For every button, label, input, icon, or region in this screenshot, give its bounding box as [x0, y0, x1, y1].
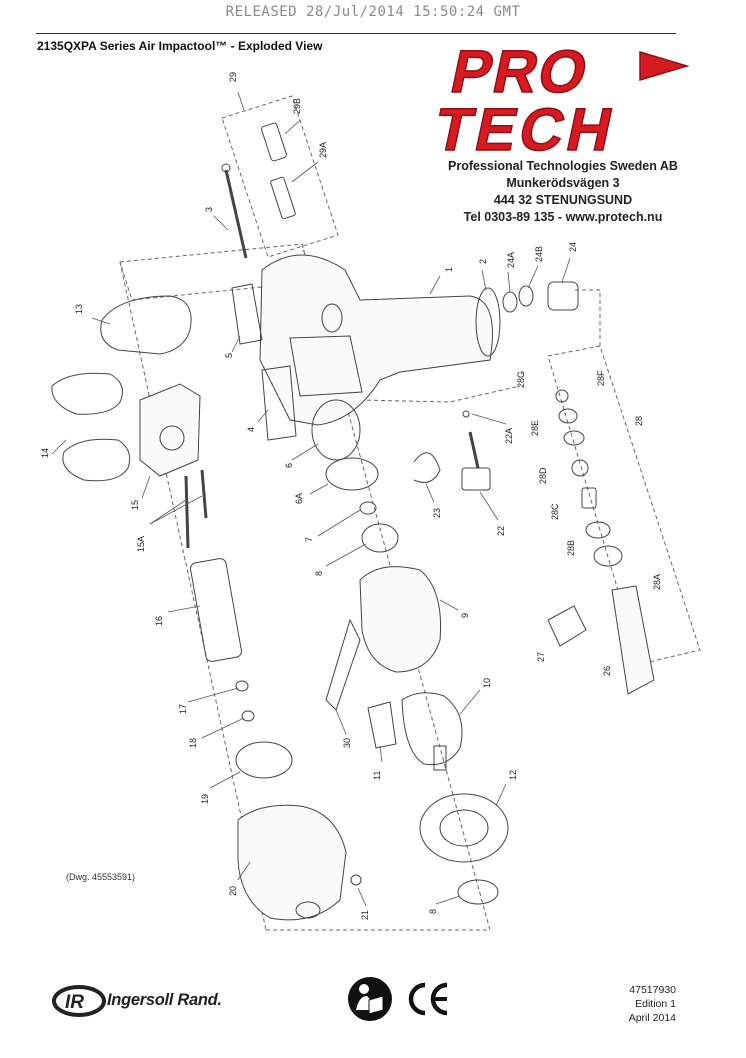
- part-label: 24A: [506, 252, 516, 268]
- part-label: 2: [478, 259, 488, 264]
- part-label: 20: [228, 886, 238, 896]
- part-label: 13: [74, 304, 84, 314]
- part-label: 17: [178, 704, 188, 714]
- part-label: 29B: [292, 98, 302, 114]
- part-label: 15A: [136, 536, 146, 552]
- part-label: 28F: [596, 370, 606, 386]
- part-label: 22A: [504, 428, 514, 444]
- part-label: 28: [634, 416, 644, 426]
- part-label: 21: [360, 910, 370, 920]
- company-city: 444 32 STENUNGSUND: [493, 193, 633, 207]
- part-label: 14: [40, 448, 50, 458]
- part-label: 19: [200, 794, 210, 804]
- part-label: 27: [536, 652, 546, 662]
- ingersoll-rand-logo-icon: IR: [52, 985, 106, 1017]
- document-number: 47517930: [629, 984, 676, 996]
- part-label: 12: [508, 770, 518, 780]
- company-address: Professional Technologies Sweden AB Munk…: [432, 158, 694, 226]
- part-label: 28A: [652, 574, 662, 590]
- part-label: 28G: [516, 371, 526, 388]
- group-box-29: [221, 95, 339, 258]
- document-date: April 2014: [628, 1012, 676, 1024]
- drawing-number: (Dwg. 45553591): [66, 872, 136, 882]
- ce-mark-icon: CE: [405, 980, 448, 1016]
- svg-text:CE: CE: [405, 980, 407, 981]
- page-title: 2135QXPA Series Air Impactool™ - Explode…: [37, 39, 323, 53]
- part-label: 11: [372, 771, 382, 780]
- part-label: 8: [428, 909, 438, 914]
- part-label: 4: [246, 427, 256, 432]
- part-label: 18: [188, 738, 198, 748]
- svg-text:IR: IR: [65, 992, 84, 1013]
- logo-arrow-icon: [639, 50, 690, 82]
- part-label: 3: [204, 207, 214, 212]
- part-label: 9: [460, 613, 470, 618]
- part-label: 8: [314, 571, 324, 576]
- document-edition: Edition 1: [635, 998, 676, 1010]
- header-rule: [36, 33, 676, 34]
- release-stamp: RELEASED 28/Jul/2014 15:50:24 GMT: [225, 4, 521, 20]
- part-label: 16: [154, 616, 164, 626]
- exploded-view-drawing: 29 29B 29A 3 1 2 24A 24B 24 13 5 4 14 15…: [40, 72, 701, 931]
- part-label: 24B: [534, 246, 544, 262]
- part-label: 29: [228, 72, 238, 82]
- logo-word-pro: PRO: [445, 40, 595, 105]
- group-box-28: [547, 345, 701, 665]
- part-label: 10: [482, 678, 492, 688]
- part-label: 1: [444, 267, 454, 272]
- part-label: 30: [342, 738, 352, 748]
- company-street: Munkerödsvägen 3: [506, 176, 620, 190]
- part-label: 28B: [566, 540, 576, 556]
- company-contact: Tel 0303-89 135 - www.protech.nu: [463, 210, 663, 224]
- part-label: 6: [284, 463, 294, 468]
- part-label: 6A: [294, 493, 304, 504]
- part-label: 28C: [550, 503, 560, 520]
- part-label: 23: [432, 508, 442, 518]
- part-label: 15: [130, 500, 140, 510]
- protech-logo: PRO TECH: [428, 40, 690, 158]
- document-info: 47517930 Edition 1 April 2014: [586, 983, 676, 1025]
- part-label: 29A: [318, 142, 328, 158]
- part-label: 24: [568, 242, 578, 252]
- part-label: 5: [224, 353, 234, 358]
- logo-word-tech: TECH: [429, 96, 623, 158]
- part-label: 22: [496, 526, 506, 536]
- part-labels: 29 29B 29A 3 1 2 24A 24B 24 13 5 4 14 15…: [40, 72, 662, 920]
- part-label: 28D: [538, 467, 548, 484]
- part-label: 28E: [530, 420, 540, 436]
- read-manual-icon: [348, 977, 392, 1021]
- part-label: 7: [304, 537, 314, 542]
- company-name: Professional Technologies Sweden AB: [448, 159, 678, 173]
- part-label: 26: [602, 666, 612, 676]
- manufacturer-name: Ingersoll Rand.: [107, 991, 222, 1009]
